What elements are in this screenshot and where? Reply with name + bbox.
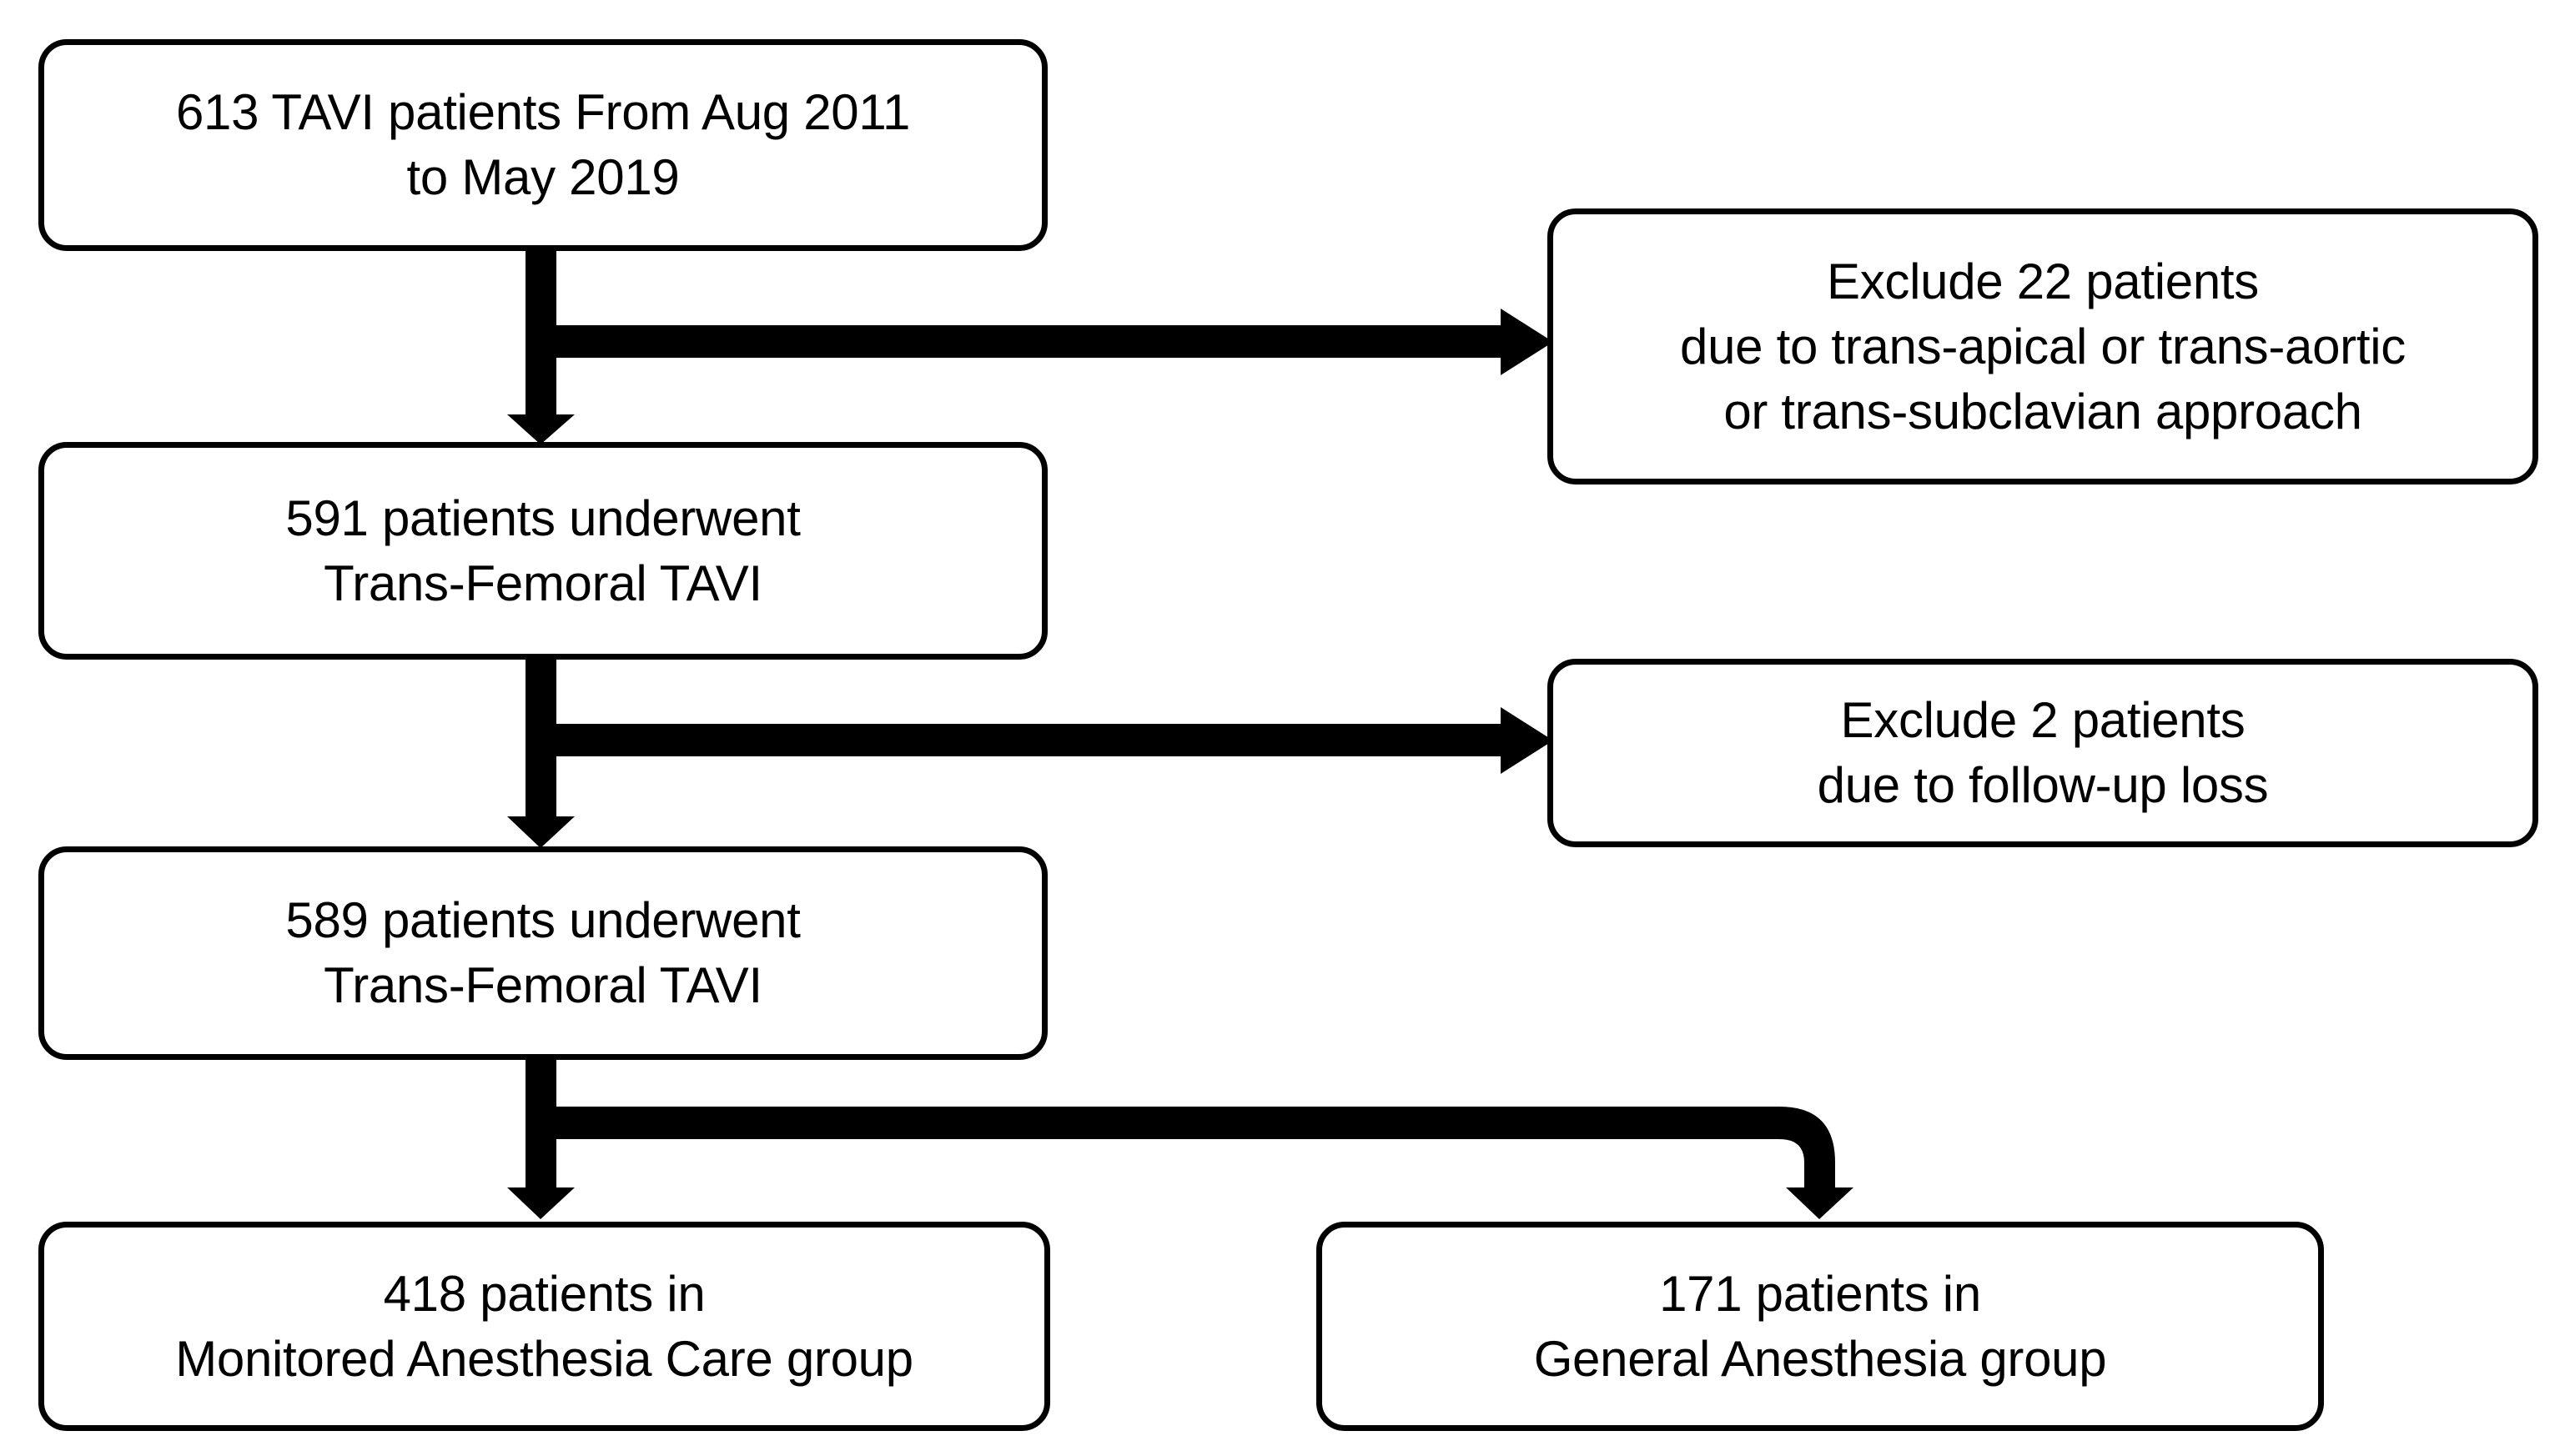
- node-exclusion-1-label: Exclude 22 patients due to trans-apical …: [1680, 253, 2406, 439]
- node-trans-femoral-591[interactable]: 591 patients underwent Trans-Femoral TAV…: [38, 442, 1048, 660]
- node-enrolled-cohort[interactable]: 613 TAVI patients From Aug 2011 to May 2…: [38, 39, 1048, 251]
- down-arrow-icon: [507, 414, 575, 444]
- node-general-anesthesia-group[interactable]: 171 patients in General Anesthesia group: [1316, 1222, 2324, 1431]
- node-exclusion-2-label: Exclude 2 patients due to follow-up loss: [1817, 692, 2269, 813]
- node-enrolled-label: 613 TAVI patients From Aug 2011 to May 2…: [175, 84, 911, 205]
- node-trans-femoral-591-label: 591 patients underwent Trans-Femoral TAV…: [285, 490, 801, 611]
- edge-branch-horizontal: [541, 724, 1503, 756]
- down-arrow-icon: [1786, 1187, 1853, 1219]
- edge-elbow-corner: [1779, 1107, 1835, 1187]
- edge-tf591-to-excl2: [541, 707, 1553, 774]
- edge-tf591-to-tf589: [507, 659, 575, 848]
- edge-branch-horizontal: [541, 325, 1503, 358]
- right-arrow-icon: [1501, 309, 1553, 375]
- node-exclusion-2[interactable]: Exclude 2 patients due to follow-up loss: [1547, 659, 2538, 847]
- node-trans-femoral-589[interactable]: 589 patients underwent Trans-Femoral TAV…: [38, 846, 1048, 1060]
- edge-tf589-to-ga: [541, 1107, 1853, 1219]
- node-exclusion-1[interactable]: Exclude 22 patients due to trans-apical …: [1547, 208, 2538, 484]
- down-arrow-icon: [507, 1187, 575, 1219]
- right-arrow-icon: [1501, 707, 1553, 774]
- node-monitored-anesthesia-care-group-label: 418 patients in Monitored Anesthesia Car…: [175, 1265, 913, 1387]
- node-general-anesthesia-group-label: 171 patients in General Anesthesia group: [1533, 1265, 2107, 1387]
- node-trans-femoral-589-label: 589 patients underwent Trans-Femoral TAV…: [285, 892, 801, 1013]
- edge-enrolled-to-excl1: [541, 309, 1553, 375]
- down-arrow-icon: [507, 816, 575, 848]
- node-monitored-anesthesia-care-group[interactable]: 418 patients in Monitored Anesthesia Car…: [38, 1222, 1050, 1431]
- edge-split-horizontal: [541, 1107, 1779, 1139]
